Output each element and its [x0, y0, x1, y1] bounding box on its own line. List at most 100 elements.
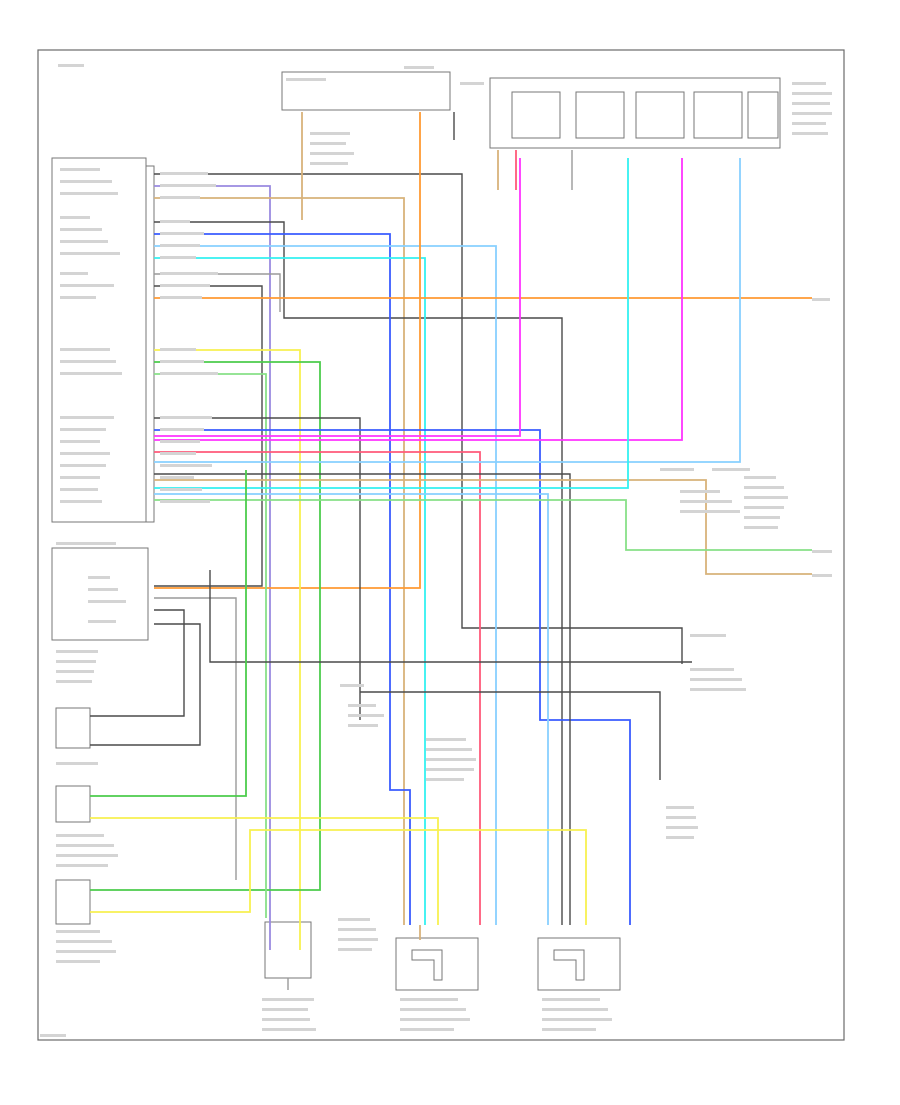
label-mark-101 — [338, 948, 372, 951]
label-mark-20 — [60, 452, 110, 455]
label-mark-38 — [160, 416, 212, 419]
label-mark-44 — [160, 488, 202, 491]
wire-ltblue-5 — [154, 245, 497, 925]
label-mark-7 — [60, 216, 90, 219]
label-mark-28 — [160, 220, 190, 223]
wire-blue-16 — [154, 429, 631, 925]
label-mark-72 — [792, 122, 826, 125]
label-mark-79 — [744, 476, 776, 479]
label-mark-96 — [426, 768, 474, 771]
label-mark-113 — [542, 1028, 596, 1031]
control-module-box — [51, 157, 147, 523]
label-mark-52 — [56, 660, 96, 663]
label-mark-25 — [160, 172, 208, 175]
label-mark-67 — [310, 162, 348, 165]
label-mark-56 — [56, 834, 104, 837]
wire-tan-2 — [154, 197, 405, 925]
label-mark-98 — [338, 918, 370, 921]
label-mark-2 — [404, 66, 434, 69]
label-mark-62 — [56, 950, 116, 953]
label-mark-80 — [744, 486, 784, 489]
label-mark-70 — [792, 102, 830, 105]
label-mark-33 — [160, 284, 210, 287]
label-mark-90 — [348, 704, 376, 707]
label-mark-34 — [160, 296, 202, 299]
label-mark-36 — [160, 360, 204, 363]
wire-ltblue-24 — [154, 493, 549, 925]
actuator-motors — [511, 91, 779, 139]
label-mark-29 — [160, 232, 204, 235]
label-mark-49 — [88, 600, 126, 603]
wire-black-28 — [90, 609, 185, 717]
wire-black-3 — [154, 221, 563, 925]
wire-blue-4 — [154, 233, 411, 925]
label-mark-64 — [310, 132, 350, 135]
wire-yellow-32 — [90, 829, 587, 925]
wire-purple-1 — [154, 185, 271, 950]
label-mark-84 — [744, 526, 778, 529]
wire-black-27 — [90, 623, 201, 746]
label-mark-0 — [58, 64, 84, 67]
label-mark-86 — [690, 668, 734, 671]
label-mark-45 — [160, 500, 210, 503]
label-mark-51 — [56, 650, 98, 653]
label-mark-75 — [712, 468, 750, 471]
label-mark-74 — [660, 468, 694, 471]
right-actuator-motor — [553, 949, 585, 981]
label-mark-107 — [400, 1008, 466, 1011]
label-mark-83 — [744, 516, 780, 519]
label-mark-26 — [160, 184, 216, 187]
blower-motor-box — [55, 707, 91, 749]
wire-black-0 — [154, 173, 683, 664]
label-mark-60 — [56, 930, 100, 933]
label-mark-81 — [744, 496, 788, 499]
label-mark-1 — [286, 78, 326, 81]
label-mark-108 — [400, 1018, 470, 1021]
label-mark-103 — [262, 1008, 308, 1011]
label-mark-31 — [160, 256, 196, 259]
label-mark-93 — [426, 738, 466, 741]
label-mark-102 — [262, 998, 314, 1001]
label-mark-57 — [56, 844, 114, 847]
label-mark-17 — [60, 416, 114, 419]
label-mark-68 — [792, 82, 826, 85]
label-mark-48 — [88, 588, 118, 591]
label-mark-22 — [60, 476, 100, 479]
label-mark-55 — [56, 762, 98, 765]
label-mark-89 — [340, 684, 364, 687]
label-mark-47 — [88, 576, 110, 579]
label-mark-14 — [60, 348, 110, 351]
wires — [90, 112, 812, 990]
wire-magenta-17 — [154, 158, 521, 437]
wire-cyan-23 — [154, 158, 629, 489]
label-mark-66 — [310, 152, 354, 155]
wire-ltblue-20 — [154, 158, 741, 463]
label-mark-121 — [40, 1034, 66, 1037]
label-mark-39 — [160, 428, 204, 431]
label-mark-82 — [744, 506, 784, 509]
wire-cyan-6 — [154, 257, 426, 925]
label-mark-109 — [400, 1028, 454, 1031]
label-mark-111 — [542, 1008, 608, 1011]
wire-green-30 — [90, 470, 247, 797]
label-mark-3 — [460, 82, 484, 85]
label-mark-65 — [310, 142, 346, 145]
wire-black-15 — [154, 417, 361, 720]
label-mark-88 — [690, 688, 746, 691]
label-mark-16 — [60, 372, 122, 375]
label-mark-77 — [680, 500, 732, 503]
label-mark-13 — [60, 296, 96, 299]
right-actuator-box — [537, 937, 621, 991]
label-mark-42 — [160, 464, 212, 467]
label-mark-94 — [426, 748, 472, 751]
label-mark-54 — [56, 680, 92, 683]
label-mark-69 — [792, 92, 832, 95]
label-mark-117 — [666, 836, 694, 839]
diagram-border — [37, 49, 845, 1041]
label-mark-97 — [426, 778, 464, 781]
wire-black-21 — [154, 473, 571, 925]
label-mark-6 — [60, 192, 118, 195]
label-mark-87 — [690, 678, 742, 681]
ambient-sensor-box — [55, 785, 91, 823]
label-mark-73 — [792, 132, 828, 135]
